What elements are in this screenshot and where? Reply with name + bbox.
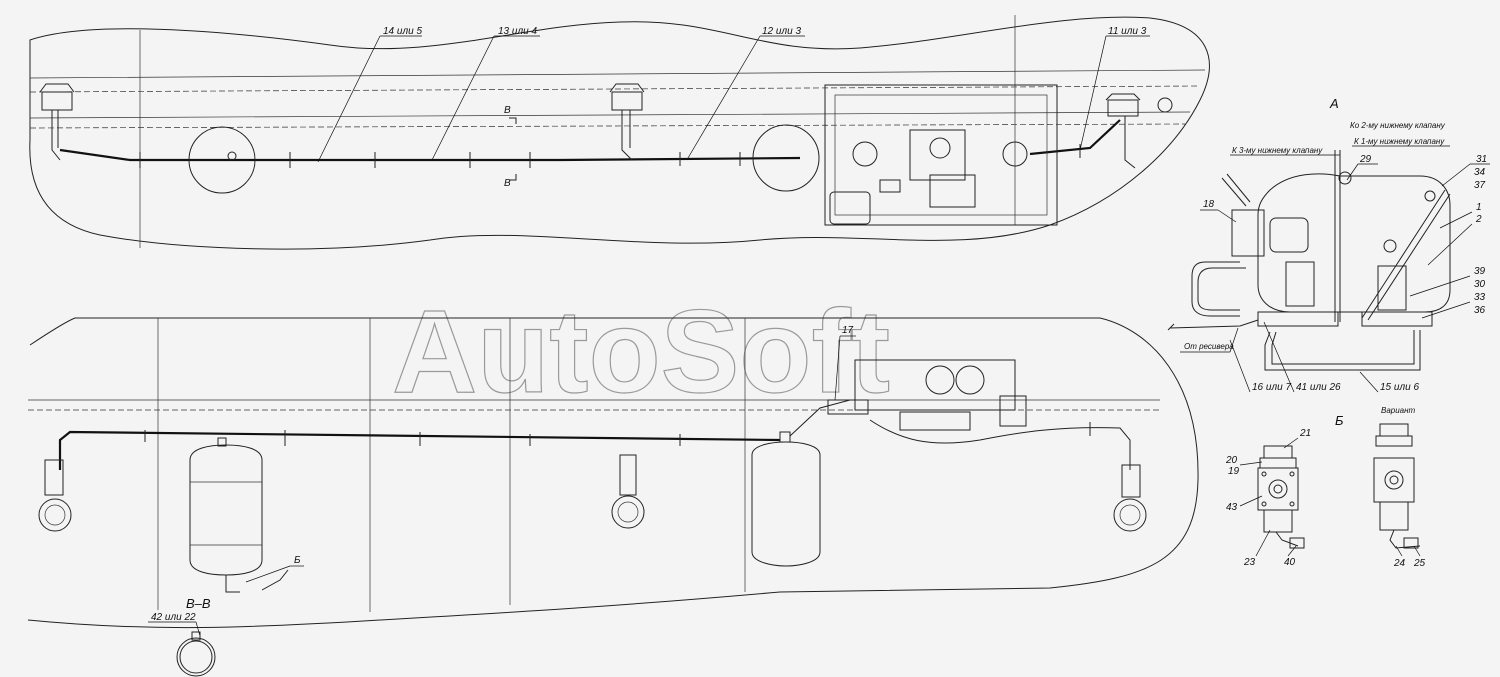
callout-12: 12 или 3 [687, 26, 805, 159]
label-to-valve-1: К 1-му нижнему клапану [1354, 137, 1445, 146]
callout-18: 18 [1203, 199, 1215, 210]
callout-2: 2 [1475, 214, 1482, 225]
callout-36: 36 [1474, 305, 1486, 316]
callout-16: 16 или 7 [1252, 382, 1291, 393]
callout-29: 29 [1359, 154, 1372, 165]
callout-37: 37 [1474, 180, 1486, 191]
watermark: AutoSoft [392, 286, 890, 418]
callout-20: 20 [1225, 455, 1238, 466]
label-from-receiver: От ресивера [1184, 342, 1234, 351]
section-mark-b2: В [504, 178, 511, 189]
callout-14: 14 или 5 [317, 26, 422, 163]
callout-31: 31 [1476, 154, 1487, 165]
svg-text:12 или 3: 12 или 3 [762, 26, 801, 37]
detail-view-b: Б Вариант 21 20 19 43 23 40 24 [1225, 406, 1426, 569]
callout-11: 11 или 3 [1079, 26, 1150, 151]
callout-39: 39 [1474, 266, 1486, 277]
svg-text:13 или 4: 13 или 4 [498, 26, 537, 37]
section-mark-b1: В [504, 105, 511, 116]
callout-25: 25 [1413, 558, 1426, 569]
svg-text:11 или 3: 11 или 3 [1108, 26, 1147, 37]
top-view: В В 14 или 5 13 или 4 12 или 3 11 или 3 [29, 15, 1210, 250]
callout-b: Б [294, 555, 301, 566]
section-view-v: В–В 42 или 22 [148, 596, 216, 677]
side-view: Б 17 [27, 317, 1199, 629]
label-variant: Вариант [1381, 406, 1416, 415]
callout-33: 33 [1474, 292, 1486, 303]
section-title: В–В [186, 596, 211, 611]
svg-text:14 или 5: 14 или 5 [383, 26, 422, 37]
callout-15: 15 или 6 [1380, 382, 1419, 393]
label-to-valve-2: Ко 2-му нижнему клапану [1350, 121, 1446, 130]
callout-41: 41 или 26 [1296, 382, 1341, 393]
callout-34: 34 [1474, 167, 1486, 178]
callout-42: 42 или 22 [151, 612, 196, 623]
callout-13: 13 или 4 [431, 26, 540, 161]
callout-1: 1 [1476, 202, 1482, 213]
callout-21: 21 [1299, 428, 1311, 439]
callout-23: 23 [1243, 557, 1256, 568]
view-b-title: Б [1335, 413, 1344, 428]
view-a-title: А [1329, 96, 1339, 111]
label-to-valve-3: К 3-му нижнему клапану [1232, 146, 1323, 155]
callout-19: 19 [1228, 466, 1240, 477]
callout-30: 30 [1474, 279, 1486, 290]
callout-40: 40 [1284, 557, 1296, 568]
callout-43: 43 [1226, 502, 1238, 513]
detail-view-a: А Ко 2-му нижнему клапану К 3-му нижнему… [1167, 96, 1490, 393]
callout-17: 17 [842, 325, 854, 336]
callout-24: 24 [1393, 558, 1406, 569]
